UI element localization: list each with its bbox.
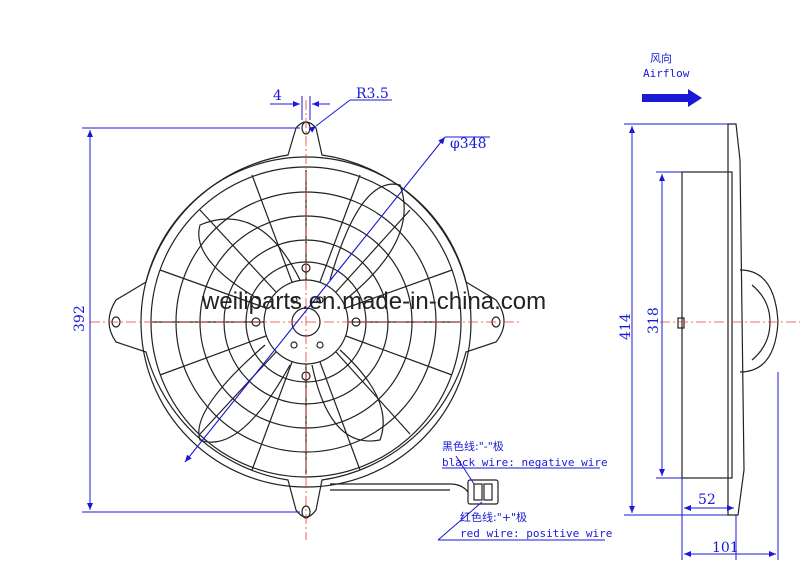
side-motor-body [681,171,733,479]
side-view: 风向 Airflow 414 318 52 101 [618,51,800,560]
airflow-zh: 风向 [650,51,672,65]
motor-depth-label: 52 [698,492,716,508]
fan-blades [198,183,405,443]
watermark: weiliparts.en.made-in-china.com [201,288,546,315]
guard-spokes [152,170,460,474]
side-height-label: 414 [618,313,634,340]
side-motor-cap [739,269,779,373]
side-shroud [727,123,745,516]
black-wire-en: black wire: negative wire [442,456,608,469]
airflow-arrow-icon [642,89,702,107]
wire [330,483,469,493]
motor-height-label: 318 [646,307,662,334]
connector [467,479,499,505]
slot-width-label: 4 [273,88,282,104]
overall-height-label: 392 [72,305,88,332]
wire-annotations: 黑色线:"-"极 black wire: negative wire 红色线:"… [437,439,612,541]
red-wire-zh: 红色线:"+"极 [460,510,527,524]
black-wire-zh: 黑色线:"-"极 [442,439,504,453]
red-wire-en: red wire: positive wire [460,527,612,540]
airflow-en: Airflow [643,67,690,80]
front-dimensions: 4 R3.5 φ348 392 [72,86,490,513]
front-view [90,100,520,540]
overall-depth-label: 101 [712,540,739,556]
hole-radius-label: R3.5 [356,86,389,102]
diameter-label: φ348 [450,136,487,152]
